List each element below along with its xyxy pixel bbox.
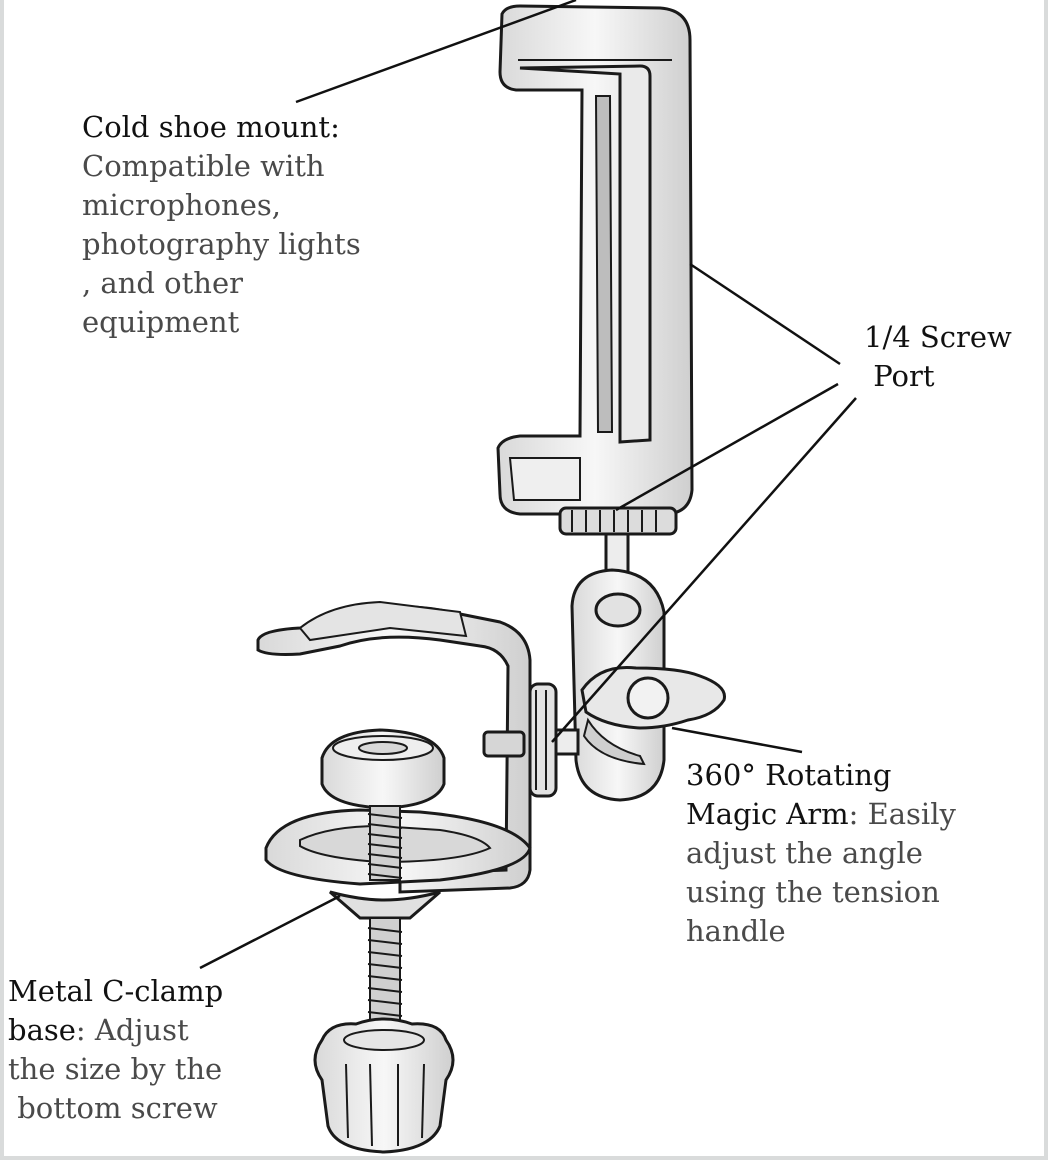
side-knob-icon [482,682,580,798]
screw-knob-icon [558,506,678,578]
c-clamp-desc-1: the size by the [8,1052,223,1086]
magic-arm-title-1: 360° Rotating [686,758,892,792]
leader-line-screw-port-1 [689,262,841,366]
cold-shoe-desc-4: , and other [82,266,244,300]
bottom-knob-icon [313,1017,455,1154]
screw-port-line-1: 1/4 Screw [864,320,1012,354]
leader-line-screw-port-2 [615,382,839,512]
magic-arm-desc-1: adjust the angle [686,836,923,870]
c-clamp-title-2: base [8,1013,76,1047]
pressure-pad-icon [320,728,446,810]
c-clamp-desc-inline: : Adjust [75,1013,189,1047]
cold-shoe-title: Cold shoe mount: [82,110,340,144]
magic-arm-desc-inline: : Easily [848,797,956,831]
cold-shoe-desc-3: photography lights [82,227,361,261]
magic-arm-desc-3: handle [686,914,786,948]
magic-arm-desc-2: using the tension [686,875,940,909]
label-c-clamp-base: Metal C-clamp base: Adjust the size by t… [8,972,318,1128]
cold-shoe-desc-2: microphones, [82,188,281,222]
phone-holder-icon [496,4,694,516]
screw-port-line-2: Port [864,359,935,393]
c-clamp-desc-2: bottom screw [8,1091,218,1125]
label-cold-shoe-mount: Cold shoe mount: Compatible with microph… [82,108,462,342]
leader-line-cold-shoe [295,0,577,104]
leader-line-magic-arm [671,726,803,754]
leader-line-c-clamp [199,894,341,970]
magic-arm-title-2: Magic Arm [686,797,849,831]
cold-shoe-desc-1: Compatible with [82,149,325,183]
label-magic-arm: 360° Rotating Magic Arm: Easily adjust t… [686,756,1036,951]
leader-line-screw-port-3 [551,397,857,743]
diagram-frame [4,0,1044,1156]
cold-shoe-desc-5: equipment [82,305,240,339]
leader-lines [199,0,857,970]
magic-arm-icon [570,568,726,802]
c-clamp-title-1: Metal C-clamp [8,974,224,1008]
label-screw-port: 1/4 Screw Port [864,318,1044,396]
